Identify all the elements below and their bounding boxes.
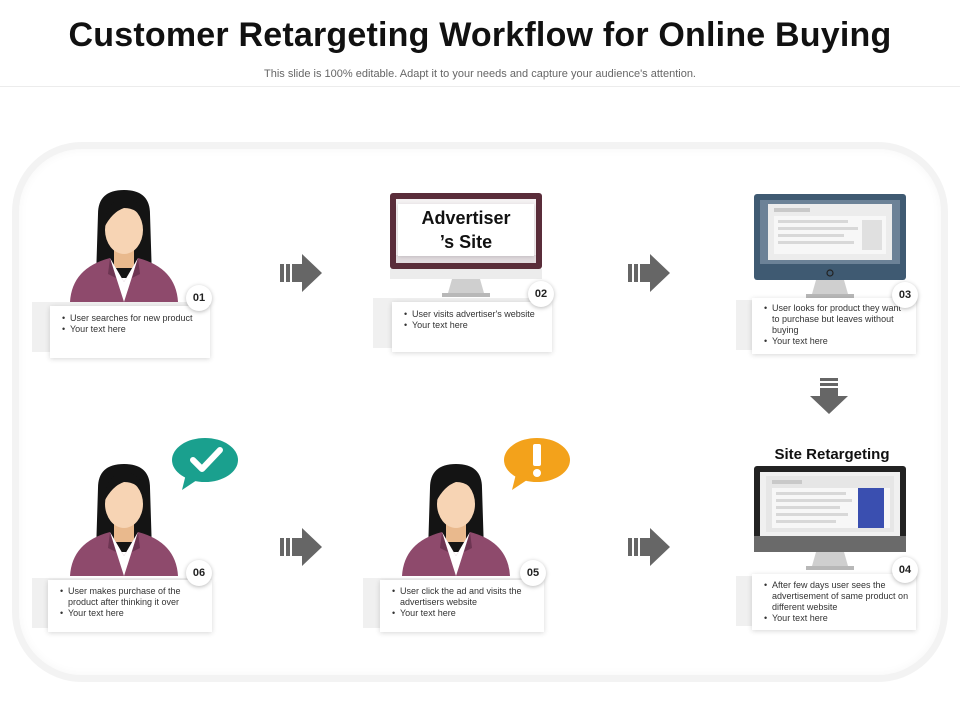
step-01-card: User searches for new product Your text … — [50, 306, 210, 358]
arrow-right-icon — [280, 254, 322, 292]
step-01-bullet-2: Your text here — [62, 324, 204, 335]
step-03-card: User looks for product they want to purc… — [752, 298, 916, 354]
step-02-bullet-2: Your text here — [404, 320, 546, 331]
step-04-card: After few days user sees the advertiseme… — [752, 574, 916, 630]
step-05-bullet-2: Your text here — [392, 608, 538, 619]
page-subtitle: This slide is 100% editable. Adapt it to… — [264, 68, 696, 80]
arrow-right-icon — [628, 254, 670, 292]
step-04-bullet-2: Your text here — [764, 613, 910, 624]
step-03-badge: 03 — [892, 282, 918, 308]
page-title: Customer Retargeting Workflow for Online… — [68, 16, 892, 54]
step-05-card: User click the ad and visits the adverti… — [380, 580, 544, 632]
step-01-badge: 01 — [186, 285, 212, 311]
step-03-bullet-2: Your text here — [764, 336, 910, 347]
step-02-bullet-1: User visits advertiser's website — [404, 309, 546, 320]
step-06-bullet-1: User makes purchase of the product after… — [60, 586, 206, 608]
arrow-left-icon — [628, 528, 670, 566]
checkmark-bubble-icon — [172, 438, 238, 490]
advertisement-block — [858, 488, 884, 528]
advertiser-site-label-line-2: ’s Site — [439, 232, 493, 252]
step-03-bullet-1: User looks for product they want to purc… — [764, 303, 910, 336]
step-05-bullet-1: User click the ad and visits the adverti… — [392, 586, 538, 608]
monitor-icon — [754, 194, 906, 298]
site-retargeting-label: Site Retargeting — [774, 446, 890, 463]
customer-avatar-icon — [70, 190, 178, 302]
step-06-badge: 06 — [186, 560, 212, 586]
step-01-bullet-1: User searches for new product — [62, 313, 204, 324]
advertiser-site-label-line-1: Advertiser — [421, 208, 511, 228]
arrow-down-icon — [810, 378, 848, 414]
step-02-card: User visits advertiser's website Your te… — [392, 302, 552, 352]
customer-avatar-icon — [70, 464, 178, 576]
step-05-badge: 05 — [520, 560, 546, 586]
arrow-left-icon — [280, 528, 322, 566]
step-02-badge: 02 — [528, 281, 554, 307]
header-divider — [0, 86, 960, 87]
advertiser-site-label: Advertiser ’s Site — [398, 204, 534, 256]
customer-avatar-icon — [402, 464, 510, 576]
step-06-bullet-2: Your text here — [60, 608, 206, 619]
step-06-card: User makes purchase of the product after… — [48, 580, 212, 632]
step-04-bullet-1: After few days user sees the advertiseme… — [764, 580, 910, 613]
monitor-icon — [754, 466, 906, 570]
step-04-badge: 04 — [892, 557, 918, 583]
alert-bubble-icon — [504, 438, 570, 490]
